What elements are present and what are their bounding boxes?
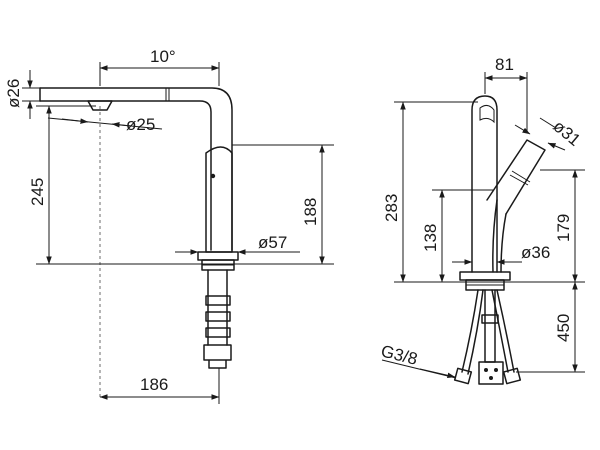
front-spout-dia-label: ø26: [4, 79, 23, 108]
side-hose-length-label: 450: [554, 314, 573, 342]
side-lever-height-label: 179: [554, 214, 573, 242]
front-shank-nut-1: [205, 295, 231, 306]
side-spray-tube: [486, 139, 546, 215]
side-column-height-label: 138: [421, 224, 440, 252]
front-spout-height-label: 245: [28, 178, 47, 206]
front-hose-ends: [203, 344, 232, 369]
front-aerator-dia-arrow-1: [61, 118, 89, 124]
front-reach-label: 186: [140, 375, 168, 394]
front-aerator-dia-label: ø25: [126, 115, 155, 134]
side-thread-label: G3/8: [379, 341, 419, 368]
side-valve-block: [478, 361, 504, 385]
side-valve-hole-3: [489, 376, 493, 380]
side-thread-arrow: [419, 368, 456, 379]
side-valve-hole-1: [484, 368, 488, 372]
side-body-column: [471, 95, 498, 273]
front-base-plate: [197, 251, 239, 261]
front-base-dia-label: ø57: [258, 233, 287, 252]
side-offset-label: 81: [495, 55, 514, 74]
side-spray-tube-inner: [492, 199, 507, 273]
side-valve-hole-2: [494, 368, 498, 372]
front-shank-nut-3: [205, 327, 231, 338]
side-spray-dia-arrow-1: [514, 124, 531, 135]
front-spout-outline: [39, 87, 233, 251]
front-lever-dot: [210, 173, 216, 179]
front-body-column: [205, 146, 233, 253]
front-aerator-dia-arrow-2: [111, 121, 133, 128]
side-thread-leader: [381, 359, 457, 379]
side-lever-notch: [479, 104, 495, 124]
front-aerator: [87, 100, 113, 111]
side-spray-dia-leader: [539, 117, 557, 129]
front-shank: [207, 269, 228, 346]
side-spray-dia-label: ø31: [549, 117, 584, 150]
front-view: 10° ø26 ø25 245 188 ø57 186: [4, 47, 334, 404]
side-hose-left-fitting: [453, 367, 473, 385]
side-shank-nut: [481, 314, 499, 324]
side-spray-joint-2: [509, 174, 529, 186]
side-hose-left: [461, 289, 484, 375]
front-spout-inner-outline: [39, 100, 212, 251]
side-spray-joint: [511, 170, 531, 183]
side-spray-dia-arrow-2: [547, 142, 566, 151]
side-column-dia-label: ø36: [521, 243, 550, 262]
front-shank-nut-2: [205, 311, 231, 322]
front-body-height-label: 188: [301, 198, 320, 226]
side-view: 81 ø31 283 138 179 ø36 450 G3/8: [379, 55, 585, 385]
front-angle-label: 10°: [150, 47, 176, 66]
side-total-height-label: 283: [382, 194, 401, 222]
side-hose-right: [491, 289, 515, 373]
side-base-plate: [459, 271, 511, 281]
side-hose-right-fitting: [502, 367, 522, 385]
